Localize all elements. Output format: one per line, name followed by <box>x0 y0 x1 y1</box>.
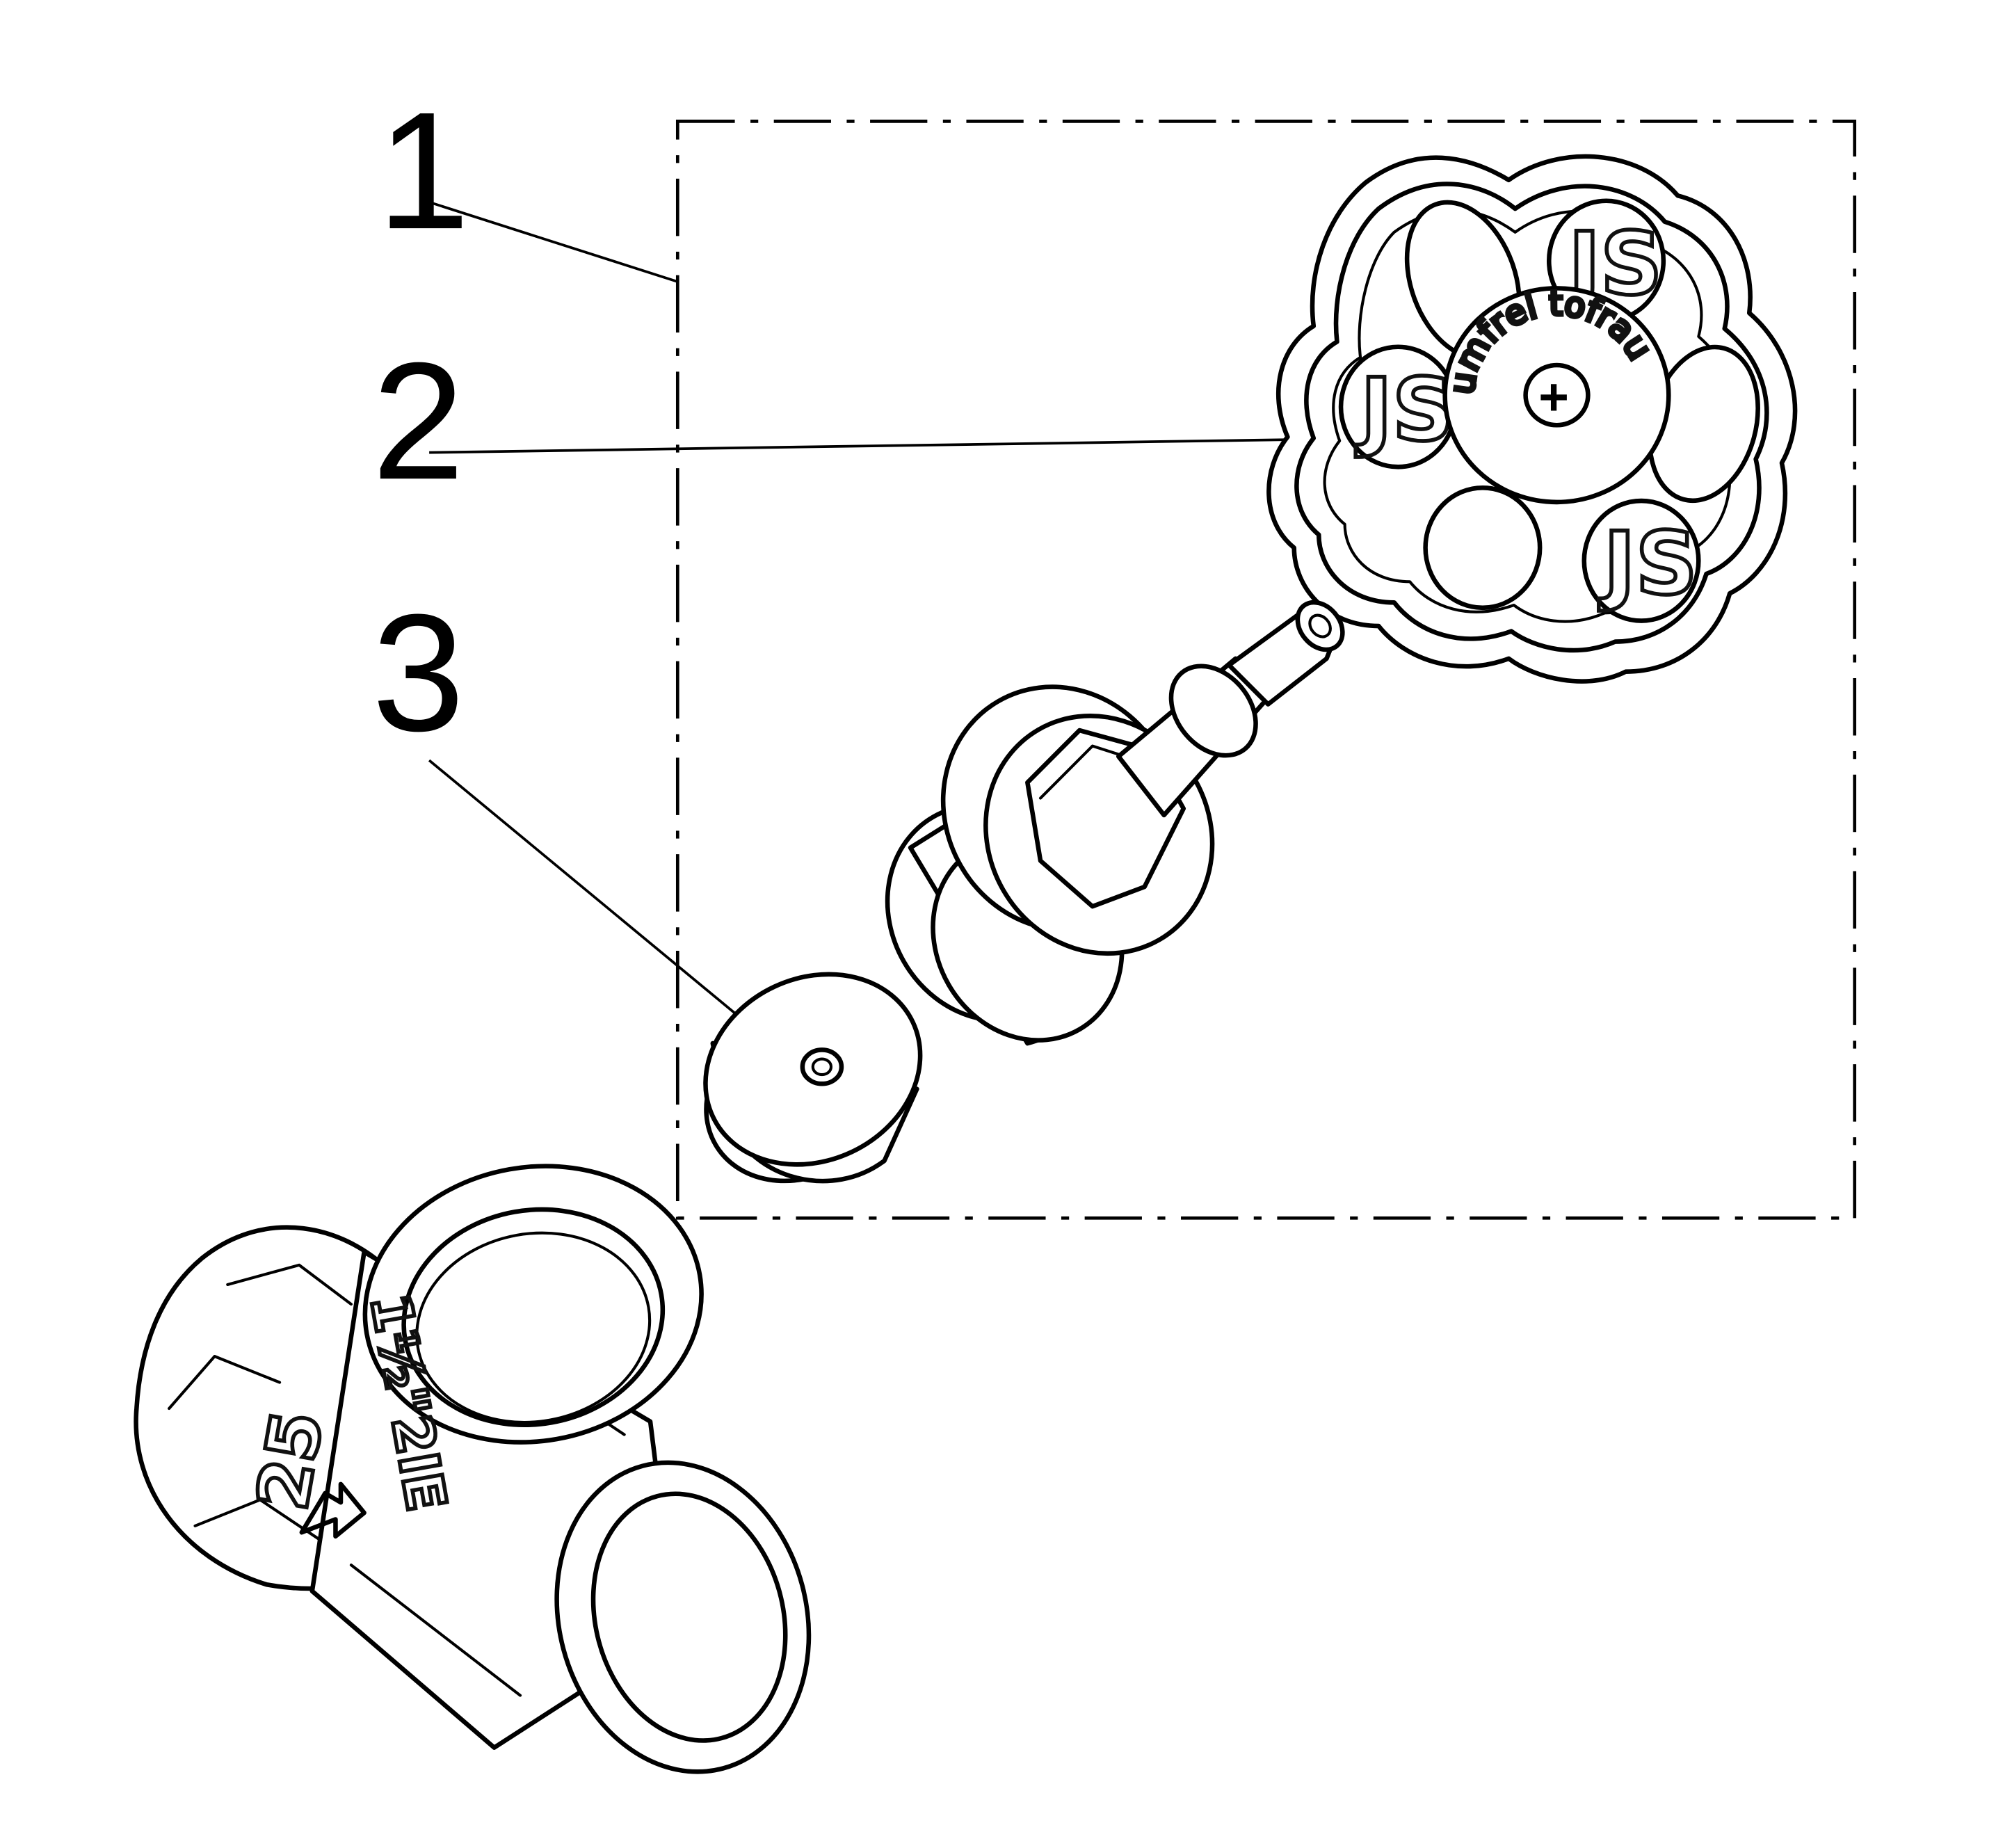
valve-top-spindle <box>885 600 1345 1046</box>
arrow-icon <box>299 1481 367 1539</box>
logo-js-left: JS <box>1355 360 1454 460</box>
logo-js-bottom: JS <box>1599 514 1698 614</box>
cap-screw <box>1523 362 1591 428</box>
leader-line-2 <box>429 438 1301 454</box>
logo-window-bottom <box>1582 498 1701 623</box>
callout-2: 2 <box>372 328 465 514</box>
callout-3: 3 <box>372 579 465 766</box>
callout-1: 1 <box>377 77 469 264</box>
valve-washer <box>703 972 923 1184</box>
valve-body: 25 1½"2IE <box>134 1164 812 1774</box>
washer-centre-hole <box>800 1047 844 1086</box>
assembly-boundary-frame <box>675 120 1857 1220</box>
leader-line-1 <box>428 200 678 283</box>
leader-line-3 <box>428 759 764 1038</box>
screw-plus-icon: + <box>1538 367 1569 426</box>
handwheel: JS JS JS + umfrei tofrau <box>1266 154 1798 684</box>
body-marking-size: 25 <box>241 1405 339 1516</box>
